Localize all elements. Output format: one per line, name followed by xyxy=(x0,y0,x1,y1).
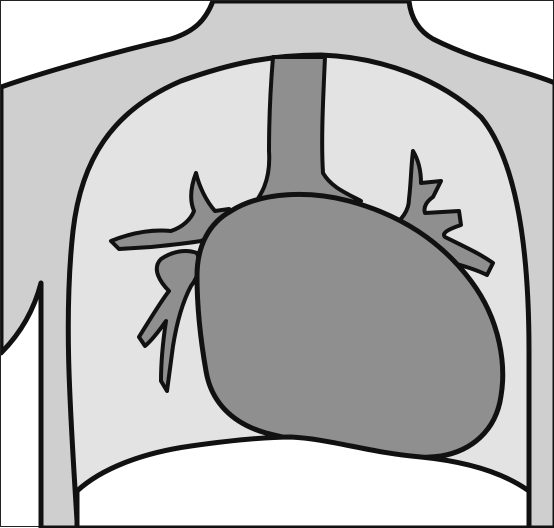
chest-illustration xyxy=(1,1,554,528)
chest-diagram-figure xyxy=(0,0,554,527)
